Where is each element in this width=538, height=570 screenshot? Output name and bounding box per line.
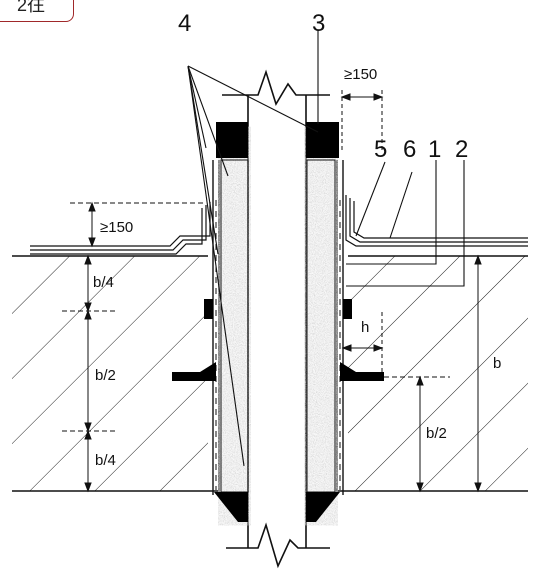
callout-2: 2	[455, 136, 468, 163]
dim-ge150-top	[340, 90, 384, 150]
dim-h	[341, 312, 384, 372]
callout-1: 1	[428, 136, 441, 163]
dim-b-half: b/2	[95, 367, 116, 384]
water-stop-flanges	[172, 299, 384, 381]
sealing-caps	[214, 122, 340, 522]
dim-h-label: h	[361, 319, 369, 336]
dim-left-chain	[62, 254, 118, 493]
slab-lines	[12, 255, 528, 492]
concrete-filler	[220, 159, 336, 493]
dim-b-half-right	[384, 375, 450, 493]
callout-3: 3	[312, 10, 325, 37]
callout-4: 4	[178, 10, 191, 37]
wall-hatch	[12, 256, 528, 491]
dim-ge150-left-label: ≥150	[100, 219, 133, 236]
callout-5: 5	[374, 136, 387, 163]
dim-ge150-left	[70, 201, 205, 248]
dim-ge150-top-label: ≥150	[344, 66, 377, 83]
sleeve-liners	[215, 200, 341, 490]
callout-right-leaders	[346, 160, 465, 287]
dim-b-quarter-top: b/4	[93, 274, 114, 291]
dim-b-label: b	[493, 355, 501, 372]
label-tag-text: 2往	[16, 0, 45, 15]
label-tag: 2往	[0, 0, 74, 22]
dim-b-half-right-label: b/2	[426, 425, 447, 442]
dim-b-quarter-bottom: b/4	[95, 452, 116, 469]
callout-4-leaders	[187, 30, 319, 467]
callout-6: 6	[403, 136, 416, 163]
casing-sleeve	[212, 160, 344, 495]
dim-b	[474, 254, 482, 493]
